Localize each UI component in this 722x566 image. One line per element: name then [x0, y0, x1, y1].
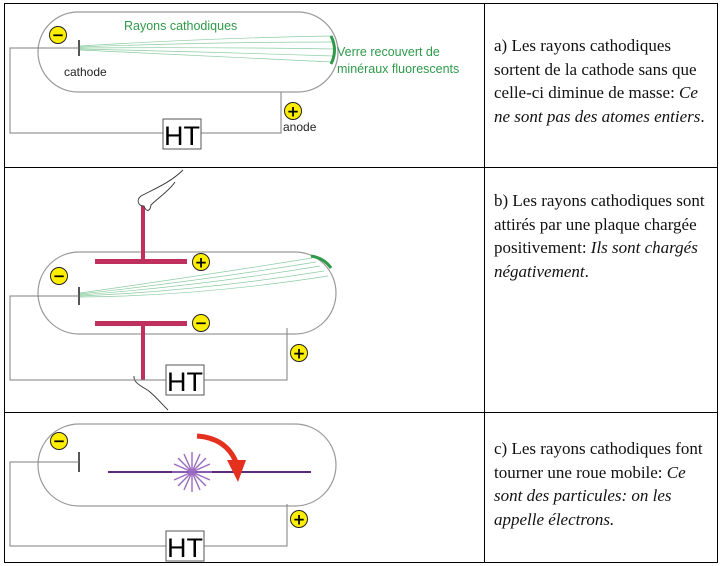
minus-terminal: [50, 267, 68, 285]
power-supply-label: HT: [167, 367, 203, 397]
cathode-rays: [79, 257, 329, 298]
glass-label-line2: minéraux fluorescents: [337, 62, 459, 76]
power-supply-box: [162, 118, 202, 150]
plate-plus-sign: +: [195, 254, 208, 272]
circuit-wire: [9, 295, 166, 381]
rotation-arrow: [196, 433, 239, 464]
circuit-wire: [9, 461, 166, 547]
discharge-tube: [37, 423, 337, 507]
panel-b-diagram: HT − + − +: [9, 169, 337, 411]
plate-minus-terminal: [192, 314, 210, 332]
panel-b-end: .: [584, 261, 589, 281]
positive-plate: [95, 259, 187, 264]
panel-c-conclusion: Ce sont des particules: on les appelle é…: [494, 462, 686, 529]
minus-terminal: [49, 26, 67, 44]
plate-plus-terminal: [192, 253, 210, 271]
cathode-rays: [79, 35, 335, 63]
minus-sign: −: [52, 26, 65, 44]
panel-b-text: b) Les rayons cathodiques sont attirés p…: [494, 191, 705, 257]
panel-b-description: b) Les rayons cathodiques sont attirés p…: [494, 189, 709, 283]
panel-a-conclusion: Ce ne sont pas des atomes entiers: [494, 83, 701, 126]
power-supply-box: [165, 530, 205, 562]
power-supply-label: HT: [164, 121, 200, 151]
glass-label-line1: Verre recouvert de: [337, 45, 440, 59]
minus-sign: −: [53, 432, 66, 450]
table-grid: [4, 3, 718, 563]
hand-top: [137, 169, 184, 211]
circuit-wire-anode: [201, 92, 282, 134]
rays-label: Rayons cathodiques: [124, 19, 237, 33]
fluorescent-glow: [329, 35, 336, 65]
panel-b-conclusion: Ils sont chargés négativement: [494, 238, 698, 281]
circuit-wire: [9, 47, 163, 134]
plus-sign: +: [293, 345, 306, 363]
plus-terminal: [290, 510, 308, 528]
table-border: [4, 3, 718, 563]
paddle-wheel: [172, 452, 212, 492]
panel-a-diagram: HT − + Rayons cathodiques Verre recouver…: [9, 11, 459, 151]
circuit-wire-anode: [204, 504, 288, 547]
plate-minus-sign: −: [195, 314, 208, 332]
panel-a-description: a) Les rayons cathodiques sortent de la …: [494, 34, 709, 128]
circuit-wire-anode: [204, 328, 288, 381]
minus-sign: −: [53, 267, 66, 285]
rotation-arrowhead: [227, 460, 246, 482]
minus-terminal: [50, 432, 68, 450]
plus-sign: +: [287, 103, 300, 121]
fluorescent-glow: [310, 254, 333, 269]
discharge-tube: [37, 251, 337, 335]
cathode-label: cathode: [64, 65, 107, 79]
plus-sign: +: [293, 511, 306, 529]
plus-terminal: [290, 344, 308, 362]
anode-label: anode: [283, 120, 317, 134]
hand-bottom: [133, 375, 169, 411]
discharge-tube: [37, 11, 339, 93]
power-supply-box: [165, 364, 205, 396]
panel-c-description: c) Les rayons cathodiques font tourner u…: [494, 437, 709, 531]
plus-terminal: [284, 102, 302, 120]
panel-c-diagram: HT − +: [9, 423, 337, 563]
panel-a-text: a) Les rayons cathodiques sortent de la …: [494, 36, 697, 102]
panel-a-end: .: [700, 106, 705, 126]
panel-c-text: c) Les rayons cathodiques font tourner u…: [494, 439, 703, 482]
power-supply-label: HT: [167, 533, 203, 563]
